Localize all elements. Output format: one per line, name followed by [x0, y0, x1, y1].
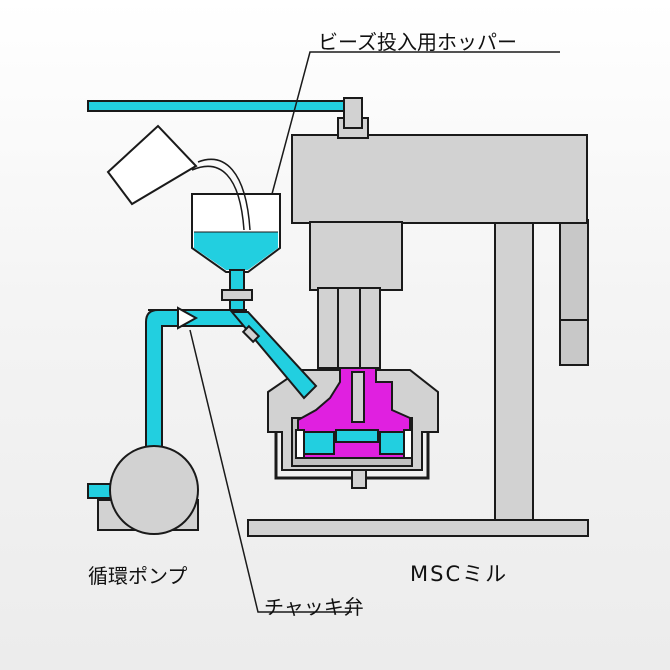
hopper [191, 193, 281, 273]
pipe-fitting-icon [241, 324, 261, 344]
hopper-valve-icon [221, 289, 253, 301]
pump-label: 循環ポンプ [88, 564, 188, 588]
hopper-label: ビーズ投入用ホッパー [318, 30, 517, 54]
msc-mill [247, 117, 589, 537]
leader-lines [189, 51, 560, 613]
top-supply-pipe [87, 97, 363, 129]
circulation-pump-icon [97, 445, 199, 535]
valve-label: チャッキ弁 [264, 595, 364, 619]
check-valve-icon [177, 306, 199, 330]
mill-label: MSCミル [410, 562, 509, 586]
mill-vessel [267, 367, 439, 489]
pouring-bucket-icon [106, 124, 251, 231]
